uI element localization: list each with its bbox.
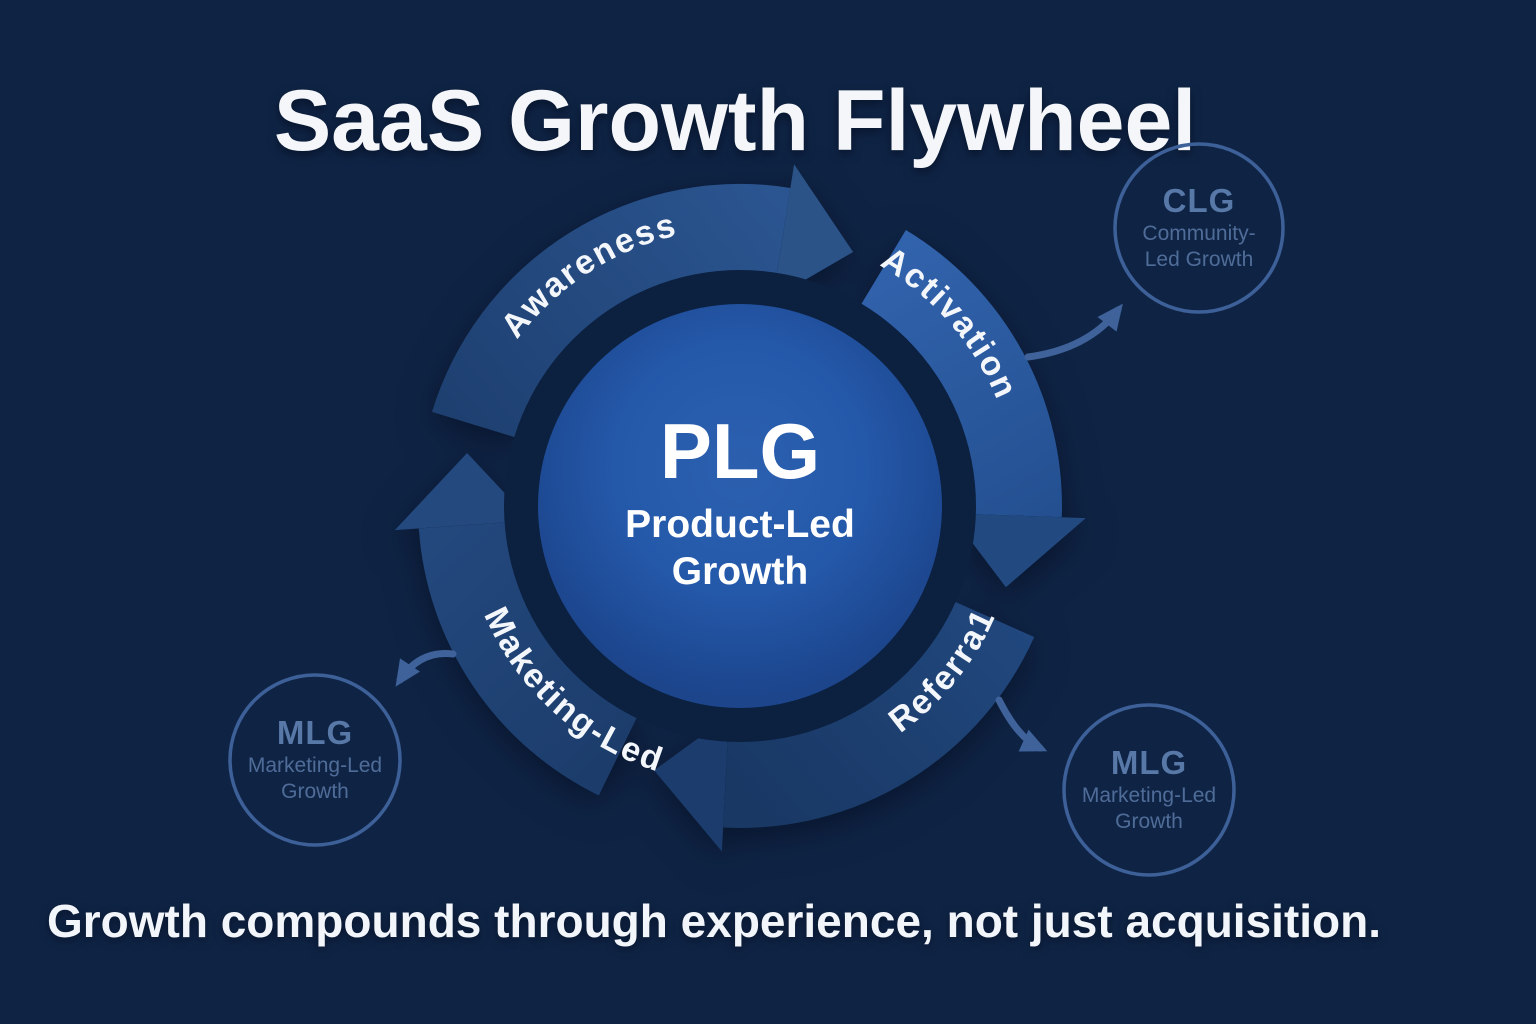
ring-segment-referral — [723, 600, 1035, 828]
satellite-label-line1: Community- — [1142, 222, 1255, 245]
center-acronym: PLG — [660, 407, 820, 495]
ring-segment-activation — [859, 230, 1062, 518]
ring-segment-awareness — [432, 183, 791, 439]
center-label-line1: Product-Led — [625, 503, 855, 546]
satellite-clg: CLG Community- Led Growth — [1113, 142, 1285, 314]
satellite-acronym: MLG — [1111, 744, 1187, 781]
connector-arrow-to-mlg-bottom-right — [995, 696, 1048, 752]
connector-arrow-to-clg — [1024, 303, 1123, 361]
connector-arrow-to-mlg-bottom-left — [395, 650, 457, 687]
satellite-circle — [1113, 142, 1285, 314]
ring-arrowhead-top — [772, 164, 854, 299]
caption: Growth compounds through experience, not… — [46, 895, 1382, 947]
ring-arrowhead-left — [394, 453, 531, 531]
page-title: SaaS Growth Flywheel — [273, 73, 1197, 169]
satellite-circle — [228, 673, 402, 847]
ring-arrowhead-right — [949, 513, 1086, 588]
satellite-circle — [1062, 703, 1236, 877]
satellite-label-line1: Marketing-Led — [248, 754, 382, 777]
center-circle — [538, 304, 942, 708]
center-label-line2: Growth — [672, 550, 808, 593]
ring-arrowhead-bottom — [654, 715, 729, 852]
satellite-label-line1: Marketing-Led — [1082, 784, 1216, 807]
satellite-acronym: CLG — [1163, 182, 1236, 219]
satellite-acronym: MLG — [277, 714, 353, 751]
satellite-label-line2: Growth — [281, 780, 349, 803]
satellite-label-line2: Growth — [1115, 810, 1183, 833]
satellite-mlg-bottom-left: MLG Marketing-Led Growth — [228, 673, 402, 847]
satellite-label-line2: Led Growth — [1145, 248, 1254, 271]
satellite-mlg-bottom-right: MLG Marketing-Led Growth — [1062, 703, 1236, 877]
ring-segment-maketing-led — [418, 521, 639, 796]
